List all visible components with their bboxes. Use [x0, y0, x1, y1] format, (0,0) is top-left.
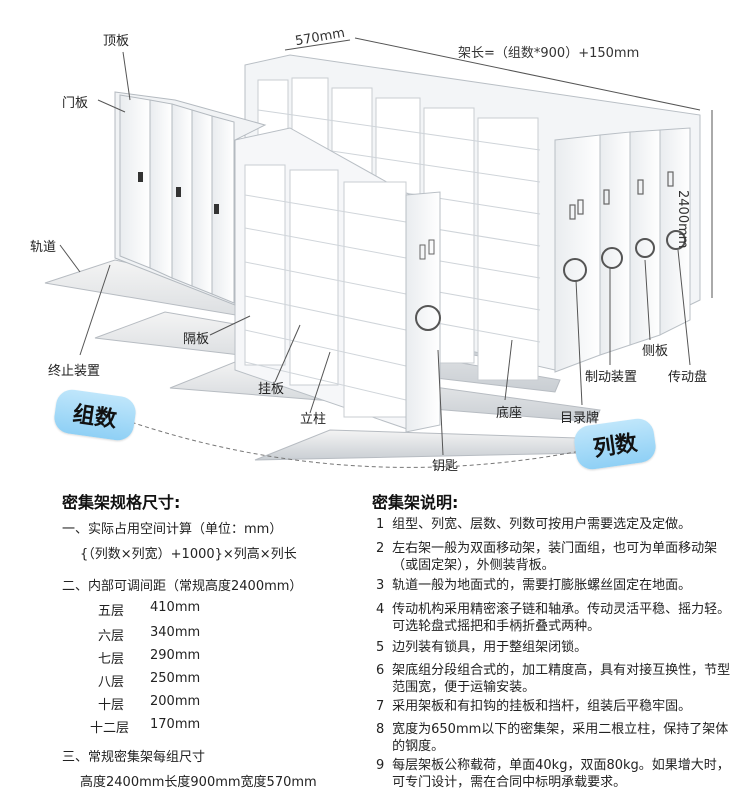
notes-title: 密集架说明: [372, 493, 459, 512]
middle-shelf-unit [234, 127, 441, 433]
label-door-panel: 门板 [62, 96, 89, 111]
lock-icon [214, 204, 219, 214]
handwheel-icon [563, 258, 587, 282]
layer-value: 340mm [150, 625, 201, 640]
note-item: 4 传动机构采用精密滚子链和轴承。传动灵活平稳、摇力轻。可选轮盘式摇把和手柄折叠… [376, 601, 731, 635]
specs-title: 密集架规格尺寸: [62, 493, 181, 512]
specs-sec1-formula: {（列数×列宽）+1000}×列高×列长 [80, 547, 297, 562]
note-number: 1 [376, 517, 385, 532]
label-catalog-card: 目录牌 [560, 411, 600, 426]
layer-name: 六层 [98, 629, 125, 644]
label-stop-device: 终止装置 [48, 364, 101, 379]
label-key: 钥匙 [432, 459, 459, 474]
shelving-illustration [44, 37, 713, 468]
side-panels [554, 127, 691, 373]
note-number: 5 [376, 640, 385, 655]
handwheel-icon [601, 247, 623, 269]
layer-name: 十层 [98, 698, 125, 713]
handwheel-icon [415, 305, 441, 331]
layer-value: 200mm [150, 694, 201, 709]
label-hanging-plate: 挂板 [258, 382, 285, 397]
label-partition: 隔板 [183, 332, 210, 347]
note-item: 6 架底组分段组合式的，加工精度高，具有对接互换性，节型范围宽，便于运输安装。 [376, 662, 731, 696]
note-number: 2 [376, 541, 385, 556]
note-text: 传动机构采用精密滚子链和轴承。传动灵活平稳、摇力轻。可选轮盘式摇把和手柄折叠式两… [392, 602, 731, 634]
note-item: 7 采用架板和有扣钩的挂板和挡杆，组装后平稳牢固。 [376, 698, 731, 715]
note-item: 8 宽度为650mm以下的密集架，采用二根立柱，保持了架体的钢度。 [376, 721, 731, 755]
label-side-panel: 侧板 [642, 344, 669, 359]
layer-name: 十二层 [90, 721, 130, 736]
label-brake-device: 制动装置 [585, 370, 638, 385]
lock-icon [138, 172, 143, 182]
dimension-height: 2400mm [675, 190, 690, 249]
layer-name: 五层 [98, 604, 125, 619]
note-number: 6 [376, 663, 385, 678]
badge-connectors [124, 419, 611, 468]
note-item: 1 组型、列宽、层数、列数可按用户需要选定及定做。 [376, 516, 731, 533]
note-text: 宽度为650mm以下的密集架，采用二根立柱，保持了架体的钢度。 [392, 722, 729, 754]
note-number: 8 [376, 722, 385, 737]
note-text: 轨道一般为地面式的，需要打膨胀螺丝固定在地面。 [392, 578, 692, 593]
specs-sec3-value: 高度2400mm长度900mm宽度570mm [80, 775, 317, 790]
note-item: 9 每层架板公称载荷，单面40kg，双面80kg。如果增大时，可专门设计，需在合… [376, 757, 731, 791]
note-number: 9 [376, 758, 385, 773]
note-text: 采用架板和有扣钩的挂板和挡杆，组装后平稳牢固。 [392, 699, 692, 714]
specs-sec1-title: 一、实际占用空间计算（单位：mm） [62, 522, 283, 537]
door-cabinet [114, 91, 267, 306]
lock-icon [176, 187, 181, 197]
layer-name: 八层 [98, 675, 125, 690]
note-item: 3 轨道一般为地面式的，需要打膨胀螺丝固定在地面。 [376, 577, 731, 594]
specs-sec2-title: 二、内部可调间距（常规高度2400mm） [62, 579, 303, 594]
note-number: 7 [376, 699, 385, 714]
label-base: 底座 [496, 406, 523, 421]
handwheel-icon [635, 238, 655, 258]
note-text: 边列装有锁具，用于整组架闭锁。 [392, 640, 588, 655]
label-column: 立柱 [300, 412, 327, 427]
note-item: 2 左右架一般为双面移动架，装门面组，也可为单面移动架（或固定架），外侧装背板。 [376, 540, 731, 574]
dimension-length: 架长=（组数*900）+150mm [458, 46, 640, 61]
layer-value: 170mm [150, 717, 201, 732]
label-top-plate: 顶板 [103, 34, 130, 49]
label-rail: 轨道 [30, 240, 57, 255]
shelving-diagram: 顶板 门板 轨道 终止装置 隔板 挂板 立柱 底座 钥匙 目录牌 制动装置 侧板… [30, 26, 713, 474]
note-text: 组型、列宽、层数、列数可按用户需要选定及定做。 [392, 517, 692, 532]
layer-value: 250mm [150, 671, 201, 686]
layer-name: 七层 [98, 652, 125, 667]
leader-lines [59, 37, 713, 456]
note-item: 5 边列装有锁具，用于整组架闭锁。 [376, 639, 731, 656]
note-number: 4 [376, 602, 385, 617]
specs-sec3-title: 三、常规密集架每组尺寸 [62, 750, 206, 765]
note-number: 3 [376, 578, 385, 593]
layer-value: 290mm [150, 648, 201, 663]
layer-value: 410mm [150, 600, 201, 615]
handwheel-icon [666, 230, 686, 250]
note-text: 架底组分段组合式的，加工精度高，具有对接互换性，节型范围宽，便于运输安装。 [392, 663, 731, 695]
note-text: 左右架一般为双面移动架，装门面组，也可为单面移动架（或固定架），外侧装背板。 [392, 541, 718, 573]
label-drive-disc: 传动盘 [668, 370, 708, 385]
note-text: 每层架板公称载荷，单面40kg，双面80kg。如果增大时，可专门设计，需在合同中… [392, 758, 730, 790]
